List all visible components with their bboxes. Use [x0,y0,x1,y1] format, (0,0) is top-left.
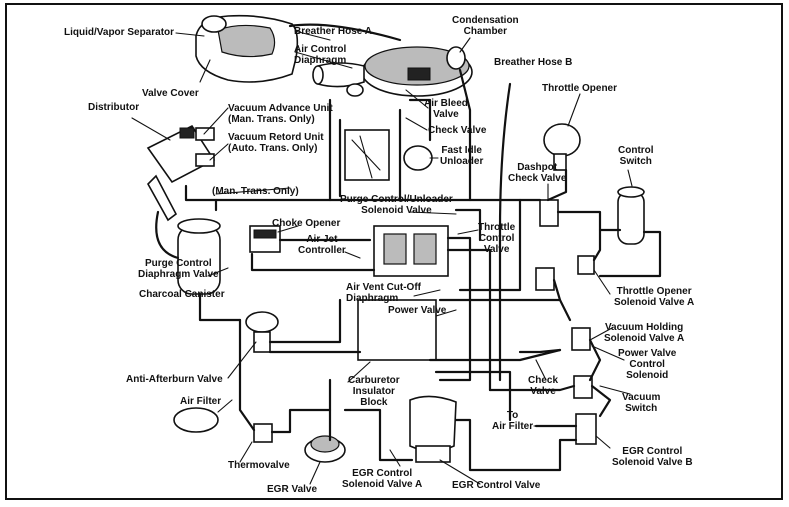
label-charcoal-canister: Charcoal Canister [139,289,225,300]
right-solenoids [535,199,597,445]
label-power-valve-control: Power Valve Control Solenoid [618,348,677,381]
label-purge-control-diaphragm: Purge Control Diaphragm Valve [138,258,219,280]
diagram-border [5,3,783,500]
egr-valve-part [304,435,346,463]
label-choke-opener: Choke Opener [272,218,341,229]
label-egr-control-valve: EGR Control Valve [452,480,541,491]
label-power-valve: Power Valve [388,305,447,316]
label-air-bleed-valve: Air Bleed Valve [424,98,468,120]
label-air-filter-left: Air Filter [180,396,222,407]
label-carburetor-insulator: Carburetor Insulator Block [348,375,400,408]
label-purge-control-unloader: Purge Control/Unloader Solenoid Valve [340,194,453,216]
label-throttle-opener-solenoid: Throttle Opener Solenoid Valve A [614,286,695,308]
label-to-air-filter: To Air Filter [492,410,534,432]
label-vacuum-holding-solenoid: Vacuum Holding Solenoid Valve A [604,322,685,344]
label-breather-hose-b: Breather Hose B [494,57,573,68]
label-man-trans-only: (Man. Trans. Only) [212,186,299,197]
label-check-valve-bottom: Check Valve [528,375,559,397]
leader-lines [131,30,633,485]
label-egr-valve: EGR Valve [267,484,318,495]
label-throttle-control-valve: Throttle Control Valve [478,222,516,255]
label-distributor: Distributor [88,102,140,113]
label-dashpot-check-valve: Dashpot Check Valve [508,162,567,184]
label-anti-afterburn-valve: Anti-Afterburn Valve [126,374,223,385]
label-air-vent-cutoff: Air Vent Cut-Off Diaphragm [346,282,421,304]
egr-control-valve-part [409,395,457,463]
label-fast-idle-unloader: Fast Idle Unloader [440,145,484,167]
control-switch-part [617,186,645,245]
label-condensation-chamber: Condensation Chamber [452,15,519,37]
anti-afterburn-part [245,311,279,353]
distributor-part [146,124,216,222]
label-liquid-vapor-separator: Liquid/Vapor Separator [64,27,175,38]
label-vacuum-advance-unit: Vacuum Advance Unit (Man. Trans. Only) [228,103,333,125]
label-check-valve-top: Check Valve [428,125,487,136]
air-filter-part [173,407,273,443]
vacuum-hoses [155,23,662,472]
air-cleaner [312,46,473,97]
carburetor [357,225,449,361]
label-egr-control-solenoid-a: EGR Control Solenoid Valve A [342,468,423,490]
label-control-switch: Control Switch [618,145,654,167]
label-air-jet-controller: Air Jet Controller [298,234,346,256]
valve-cover [195,14,299,83]
label-breather-hose-a: Breather Hose A [294,26,372,37]
charcoal-canister-part [177,218,221,295]
label-vacuum-retard-unit: Vacuum Retord Unit (Auto. Trans. Only) [228,132,324,154]
label-valve-cover: Valve Cover [142,88,199,99]
label-vacuum-switch: Vacuum Switch [622,392,661,414]
label-thermovalve: Thermovalve [228,460,290,471]
label-egr-control-solenoid-b: EGR Control Solenoid Valve B [612,446,693,468]
label-air-control-diaphragm: Air Control Diaphragm [294,44,347,66]
fast-idle-unloader-part [344,129,433,181]
throttle-opener-part [543,123,581,171]
label-throttle-opener: Throttle Opener [542,83,618,94]
choke-opener-part [249,225,281,253]
